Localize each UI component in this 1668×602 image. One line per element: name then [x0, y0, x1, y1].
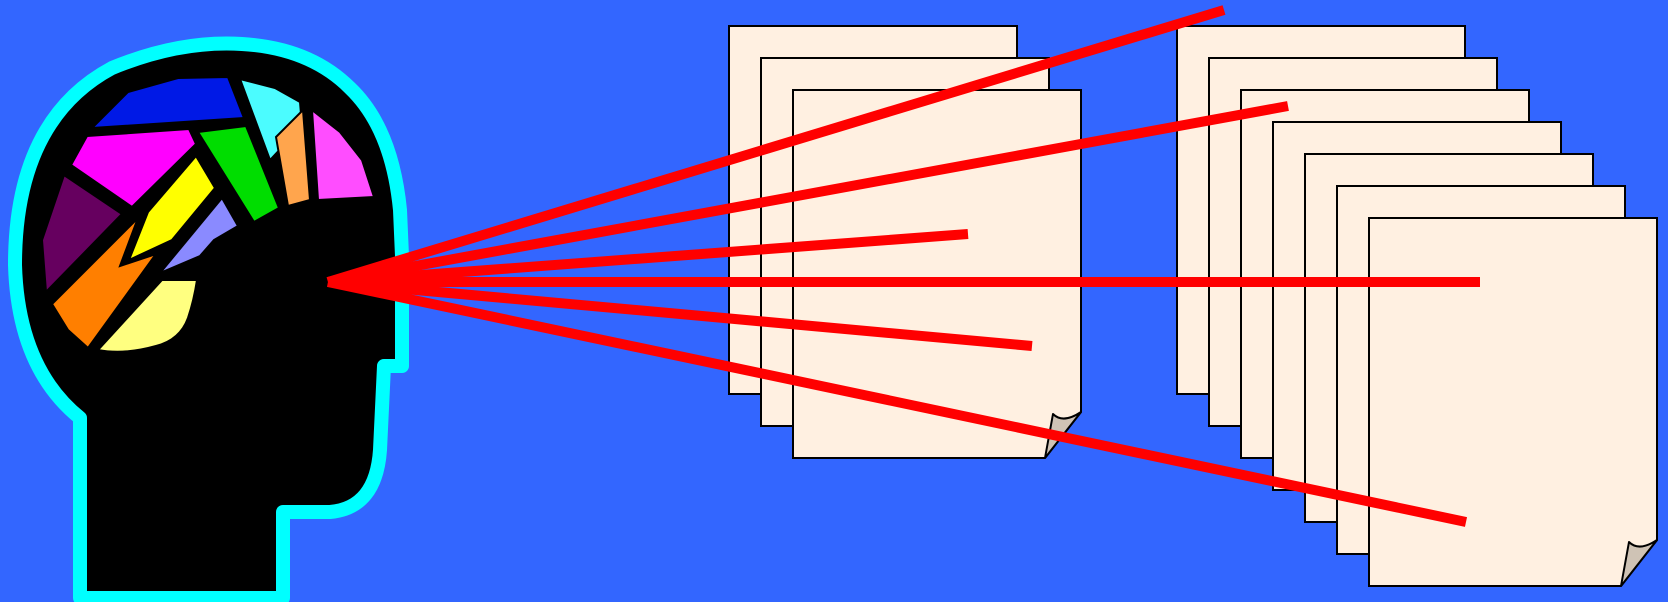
- brain-segment: [310, 107, 376, 202]
- document-page: [792, 89, 1082, 459]
- right-document-stack: [1176, 25, 1658, 587]
- head-with-brain-icon: [8, 36, 409, 602]
- brain-segment: [50, 217, 159, 350]
- sight-ray: [326, 277, 1468, 527]
- brain-segment: [159, 196, 240, 274]
- brain-segment: [69, 127, 198, 209]
- sight-ray: [327, 229, 969, 287]
- page-sheet: [1368, 217, 1658, 587]
- brain-segment: [127, 154, 217, 262]
- sight-rays: [326, 5, 1480, 527]
- brain-segment: [40, 173, 124, 295]
- brain-segment: [274, 107, 312, 208]
- document-page: [1368, 217, 1658, 587]
- sight-ray: [327, 101, 1289, 287]
- brain-segments: [40, 75, 376, 353]
- page-sheet: [792, 89, 1082, 459]
- sight-ray: [326, 5, 1226, 287]
- brain-segment: [96, 279, 199, 353]
- brain-segment: [89, 75, 246, 130]
- brain-segment: [196, 124, 281, 224]
- page-curl: [1620, 539, 1658, 587]
- sight-ray: [327, 277, 1033, 351]
